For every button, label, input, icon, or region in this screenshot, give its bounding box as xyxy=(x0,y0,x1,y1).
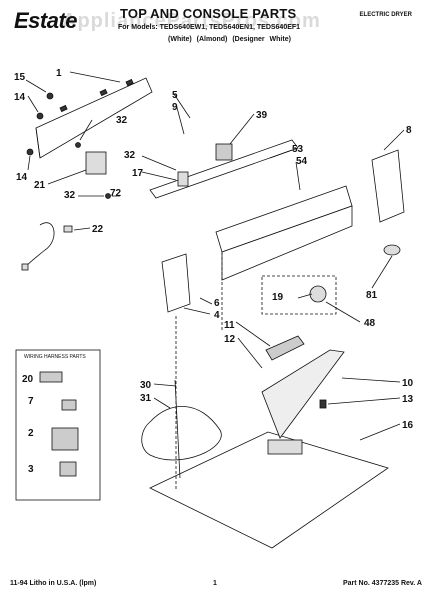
litho-note: 11-94 Litho in U.S.A. (lpm) xyxy=(10,580,97,587)
callout-10: 10 xyxy=(402,378,414,389)
lint-housing-10 xyxy=(261,349,345,439)
color-list: (White) (Almond) (Designer White) xyxy=(168,36,291,43)
callout-53: 53 xyxy=(292,144,304,155)
callout-9: 9 xyxy=(172,102,178,113)
callout-30: 30 xyxy=(140,380,152,391)
screw-32b xyxy=(105,193,111,199)
screw-13 xyxy=(319,399,327,409)
callout-54: 54 xyxy=(296,156,308,167)
kit-item-7: 7 xyxy=(28,396,34,407)
brand-logo: Estate xyxy=(14,8,78,33)
callout-32: 32 xyxy=(124,150,136,161)
callout-17: 17 xyxy=(132,168,144,179)
end-cap-8 xyxy=(371,149,405,223)
model-list: For Models: TEDS640EW1, TEDS640EN1, TEDS… xyxy=(118,24,301,31)
lint-screen-11 xyxy=(265,335,305,361)
callout-32: 32 xyxy=(64,190,76,201)
callout-15: 15 xyxy=(14,72,26,83)
screw-14b xyxy=(26,148,34,156)
callout-16: 16 xyxy=(402,420,414,431)
kit-item-2: 2 xyxy=(28,428,34,439)
wiring-kit-box xyxy=(15,349,101,501)
callout-72: 72 xyxy=(110,188,122,199)
endcap-17 xyxy=(177,171,189,187)
wire-harness-22 xyxy=(23,222,55,269)
part-number: Part No. 4377235 Rev. A xyxy=(343,580,422,587)
top-panel-16 xyxy=(149,431,389,549)
screw-32a xyxy=(75,142,81,148)
callout-13: 13 xyxy=(402,394,414,405)
end-cap-4 xyxy=(161,253,191,313)
callout-6: 6 xyxy=(214,298,220,309)
kit-item-3: 3 xyxy=(28,464,34,475)
switch-39 xyxy=(215,143,233,161)
page-number: 1 xyxy=(213,580,217,587)
callout-32: 32 xyxy=(116,115,128,126)
knob-kit-box xyxy=(261,275,337,315)
callout-8: 8 xyxy=(406,125,412,136)
wire-harness-31 xyxy=(141,406,222,461)
callout-48: 48 xyxy=(364,318,376,329)
callout-12: 12 xyxy=(224,334,236,345)
timer-switch xyxy=(85,151,107,175)
callout-4: 4 xyxy=(214,310,220,321)
callout-81: 81 xyxy=(366,290,378,301)
screw-14a xyxy=(36,112,44,120)
kit-box-title: WIRING HARNESS PARTS xyxy=(24,354,86,360)
callout-5: 5 xyxy=(172,90,178,101)
callout-11: 11 xyxy=(224,320,235,331)
callout-1: 1 xyxy=(56,68,62,79)
knob-48 xyxy=(309,285,327,303)
page-title: TOP AND CONSOLE PARTS xyxy=(120,6,297,21)
callout-19: 19 xyxy=(272,292,284,303)
screw-15 xyxy=(46,92,54,100)
callout-14: 14 xyxy=(14,92,26,103)
callout-21: 21 xyxy=(34,180,46,191)
dryer-type: ELECTRIC DRYER xyxy=(359,12,412,18)
callout-39: 39 xyxy=(256,110,268,121)
knob-81 xyxy=(383,244,401,256)
kit-item-20: 20 xyxy=(22,374,34,385)
callout-14: 14 xyxy=(16,172,28,183)
callout-22: 22 xyxy=(92,224,104,235)
watermark: AppliancePartsPros.com xyxy=(62,10,321,32)
callout-31: 31 xyxy=(140,393,152,404)
control-panel-plate xyxy=(35,77,153,159)
